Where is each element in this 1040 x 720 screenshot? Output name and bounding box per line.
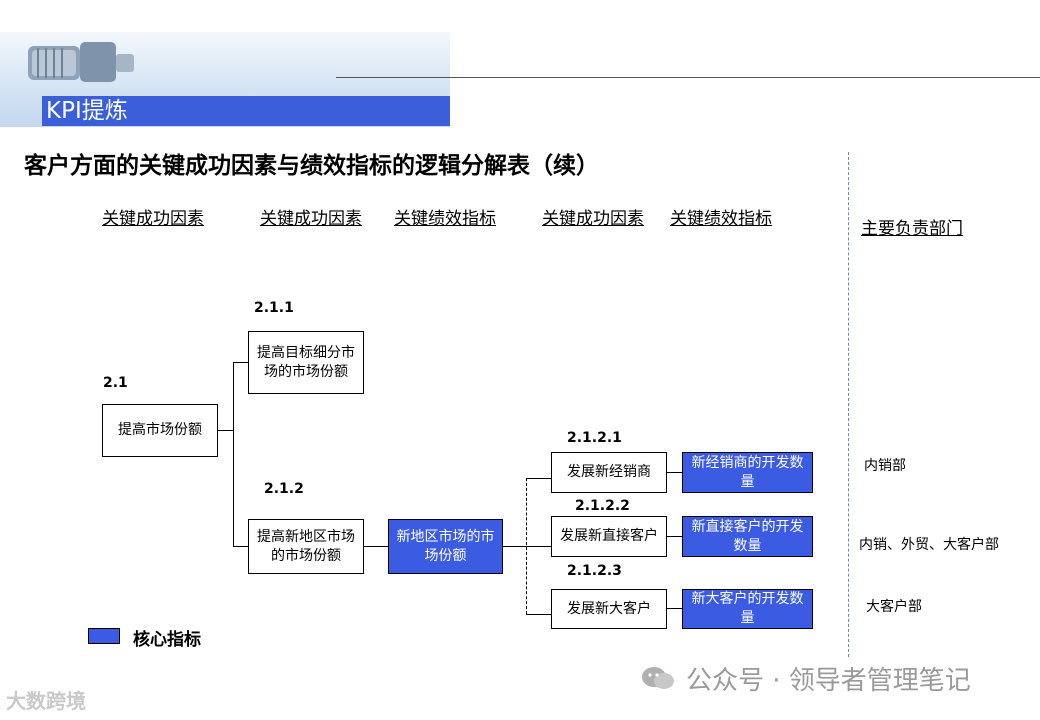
department-2: 内销、外贸、大客户部 bbox=[859, 534, 999, 554]
column-heading-1: 关键成功因素 bbox=[102, 204, 204, 229]
node-2-1-label: 提高市场份额 bbox=[118, 421, 202, 440]
code-2-1-2: 2.1.2 bbox=[264, 481, 304, 497]
code-2-1-1: 2.1.1 bbox=[254, 300, 294, 316]
column-heading-department: 主要负责部门 bbox=[861, 214, 963, 239]
kpi-2-1-2: 新地区市场的市场份额 bbox=[388, 519, 503, 574]
connector bbox=[233, 362, 248, 363]
kpi-2-1-2-1-label: 新经销商的开发数量 bbox=[687, 454, 808, 492]
node-2-1-2-2-label: 发展新直接客户 bbox=[560, 527, 658, 546]
column-heading-5: 关键绩效指标 bbox=[670, 204, 772, 229]
connector bbox=[503, 546, 526, 547]
code-2-1-2-1: 2.1.2.1 bbox=[567, 430, 622, 446]
connector bbox=[364, 546, 388, 547]
department-3: 大客户部 bbox=[866, 596, 922, 616]
kpi-2-1-2-3: 新大客户的开发数量 bbox=[682, 589, 813, 629]
kpi-2-1-2-3-label: 新大客户的开发数量 bbox=[687, 590, 808, 628]
header-rule bbox=[336, 77, 1040, 78]
node-2-1: 提高市场份额 bbox=[102, 404, 218, 457]
connector bbox=[233, 546, 248, 547]
connector bbox=[667, 608, 682, 609]
motor-image bbox=[22, 36, 142, 92]
section-title: KPI提炼 bbox=[42, 96, 450, 126]
node-2-1-2: 提高新地区市场的市场份额 bbox=[248, 519, 364, 574]
legend-label: 核心指标 bbox=[133, 625, 201, 650]
node-2-1-2-3: 发展新大客户 bbox=[551, 589, 667, 629]
code-2-1: 2.1 bbox=[103, 375, 128, 391]
node-2-1-1: 提高目标细分市场的市场份额 bbox=[248, 331, 364, 394]
code-2-1-2-2: 2.1.2.2 bbox=[575, 498, 630, 514]
node-2-1-2-3-label: 发展新大客户 bbox=[567, 600, 651, 619]
department-1: 内销部 bbox=[864, 455, 906, 475]
watermark-text: 公众号 · 领导者管理笔记 bbox=[686, 660, 971, 697]
node-2-1-1-label: 提高目标细分市场的市场份额 bbox=[253, 344, 359, 382]
column-heading-4: 关键成功因素 bbox=[542, 204, 644, 229]
connector bbox=[526, 614, 551, 615]
connector bbox=[526, 478, 551, 479]
connector bbox=[218, 430, 233, 431]
node-2-1-2-1: 发展新经销商 bbox=[551, 452, 667, 493]
node-2-1-2-label: 提高新地区市场的市场份额 bbox=[253, 528, 359, 566]
connector bbox=[526, 546, 551, 547]
connector bbox=[667, 536, 682, 537]
kpi-2-1-2-1: 新经销商的开发数量 bbox=[682, 452, 813, 493]
column-heading-3: 关键绩效指标 bbox=[394, 204, 496, 229]
kpi-2-1-2-2: 新直接客户的开发数量 bbox=[682, 516, 813, 557]
connector bbox=[667, 472, 682, 473]
connector bbox=[233, 362, 234, 546]
column-separator bbox=[848, 152, 849, 657]
kpi-2-1-2-label: 新地区市场的市场份额 bbox=[393, 528, 498, 566]
node-2-1-2-1-label: 发展新经销商 bbox=[567, 463, 651, 482]
node-2-1-2-2: 发展新直接客户 bbox=[551, 516, 667, 557]
kpi-2-1-2-2-label: 新直接客户的开发数量 bbox=[687, 518, 808, 556]
page-title: 客户方面的关键成功因素与绩效指标的逻辑分解表（续） bbox=[24, 146, 599, 180]
column-heading-2: 关键成功因素 bbox=[260, 204, 362, 229]
code-2-1-2-3: 2.1.2.3 bbox=[567, 563, 622, 579]
brand-watermark: 大数跨境 bbox=[6, 685, 86, 714]
wechat-icon bbox=[640, 665, 676, 691]
legend-swatch bbox=[88, 628, 120, 644]
